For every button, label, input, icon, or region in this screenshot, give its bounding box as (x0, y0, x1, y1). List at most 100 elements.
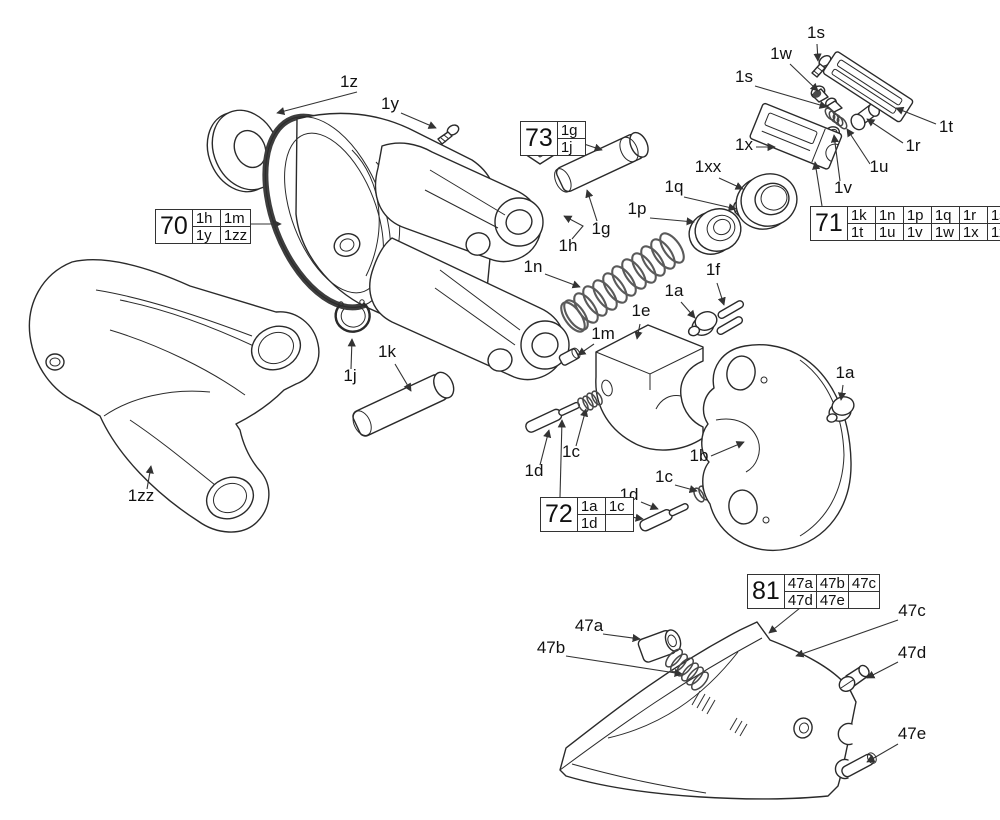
part-1n-spring-drawing (560, 232, 685, 333)
part-1zz-fork-drawing (28, 259, 320, 533)
part-label-47a: 47a (575, 616, 604, 635)
ref-cell: 1h (191, 209, 221, 227)
part-label-1f: 1f (706, 260, 720, 279)
leader-line (585, 189, 598, 222)
ref-cell: 1n (874, 206, 904, 224)
leader-line (563, 215, 584, 240)
leader-line (394, 363, 412, 392)
part-label-47e: 47e (898, 724, 926, 743)
ref-cell: 1m (219, 209, 252, 227)
ref-cell: 1t (846, 223, 876, 241)
part-1w-plug-drawing (810, 85, 829, 103)
part-label-1u: 1u (870, 157, 889, 176)
part-label-1w: 1w (770, 44, 792, 63)
part-1t-rail-drawing (822, 51, 914, 123)
ref-cell: 1u (874, 223, 904, 241)
part-label-1t: 1t (939, 117, 953, 136)
part-label-1c: 1c (562, 442, 580, 461)
ref-box-number: 71 (810, 206, 848, 241)
engraving-marks (691, 690, 748, 737)
part-label-1xx: 1xx (695, 157, 722, 176)
leader-line (718, 177, 744, 190)
leader-line (866, 743, 899, 763)
part-1x-block-drawing (749, 102, 843, 170)
leader-line (557, 419, 566, 498)
ref-cell: 1d (576, 514, 606, 532)
part-label-1m: 1m (591, 324, 615, 343)
ref-cell: 47e (815, 591, 849, 609)
ref-cell: 1k (846, 206, 876, 224)
leader-line (710, 441, 745, 457)
part-label-1z: 1z (340, 72, 358, 91)
leader-line (813, 43, 822, 62)
part-label-1a: 1a (836, 363, 855, 382)
ref-cell: 47c (847, 574, 881, 592)
leader-line (768, 607, 801, 634)
leader-line (837, 384, 847, 401)
part-labels-layer: 1z1y1g1h1q1p1xx1x1s1w1s1t1r1u1v1n1m1e1a1… (128, 23, 954, 743)
leader-line (634, 323, 643, 340)
leader-line (577, 343, 595, 356)
leader-line (789, 63, 819, 92)
part-1b-jaw-drawing (701, 344, 852, 551)
part-1u-spring-drawing (824, 107, 848, 130)
ref-cell: 47b (815, 574, 849, 592)
part-1z-washer-drawing (206, 109, 281, 193)
ref-cell: 1c (604, 497, 634, 515)
part-label-47b: 47b (537, 638, 565, 657)
ref-cell: 1j (556, 138, 586, 156)
ref-cell: 1v (902, 223, 932, 241)
part-1f-pins-drawing (716, 300, 745, 336)
part-1xx-ring-drawing (735, 173, 798, 230)
part-label-1s: 1s (735, 67, 753, 86)
part-70-arm-assembly-drawing (262, 112, 570, 381)
leader-line (347, 338, 356, 370)
leader-line (895, 106, 937, 125)
part-1d-pin-1-drawing (525, 401, 581, 433)
leader-line (683, 196, 737, 212)
ref-table-71: 711k1n1p1q1r1s1t1u1v1w1x1xx (810, 206, 1000, 241)
part-label-1c: 1c (655, 467, 673, 486)
part-label-1x: 1x (735, 135, 753, 154)
leader-line (866, 118, 904, 144)
ref-cell: 1y (191, 226, 221, 244)
leader-line (754, 85, 828, 109)
leader-line (649, 217, 695, 226)
part-label-1q: 1q (665, 177, 684, 196)
ref-cell (604, 514, 634, 532)
part-1j-snap-ring-drawing (334, 299, 371, 333)
ref-cell: 1xx (986, 223, 1000, 241)
leader-line (866, 661, 899, 679)
ref-cell: 1r (958, 206, 988, 224)
part-label-1j: 1j (343, 366, 356, 385)
part-1p-cup-drawing (688, 208, 742, 255)
part-label-1d: 1d (525, 461, 544, 480)
part-47d-bolt-drawing (838, 664, 870, 693)
leader-line (145, 465, 154, 490)
part-label-1n: 1n (524, 257, 543, 276)
leader-line (846, 128, 871, 165)
ref-cell: 1w (930, 223, 960, 241)
ref-cell: 1zz (219, 226, 252, 244)
ref-cell (847, 591, 881, 609)
part-label-1s: 1s (807, 23, 825, 42)
part-47c-head-drawing (559, 621, 857, 800)
leader-line (830, 134, 841, 182)
part-label-1p: 1p (628, 199, 647, 218)
leader-line (539, 429, 552, 466)
ref-box-number: 81 (747, 574, 785, 609)
part-label-47d: 47d (898, 643, 926, 662)
leader-line (812, 161, 823, 207)
part-1y-screw-drawing (437, 124, 460, 145)
ref-cell: 1q (930, 206, 960, 224)
ref-box-number: 73 (520, 121, 558, 156)
